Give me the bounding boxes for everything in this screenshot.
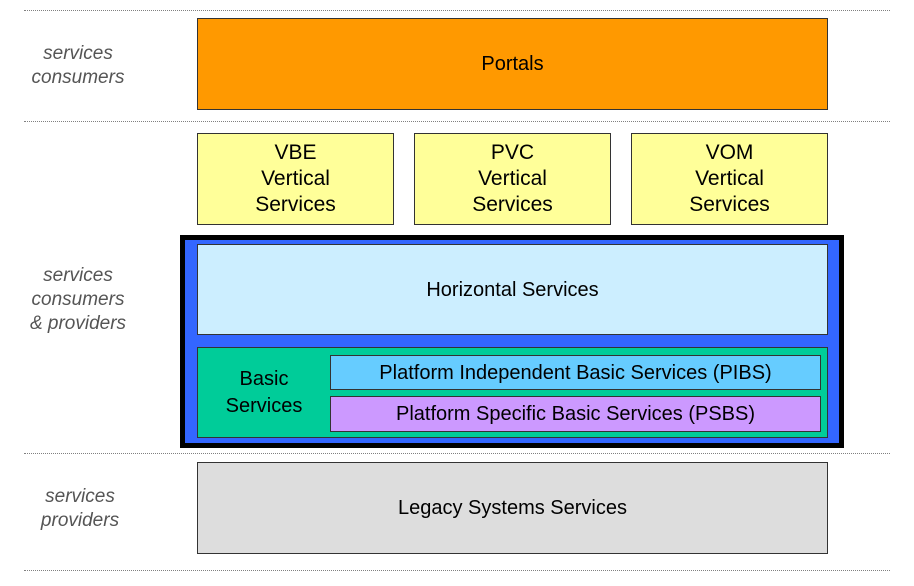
vom-vertical-services-box: VOM Vertical Services <box>631 133 828 225</box>
divider-consumers <box>24 121 890 122</box>
psbs-box: Platform Specific Basic Services (PSBS) <box>330 396 821 432</box>
divider-bottom <box>24 570 890 571</box>
divider-providers <box>24 453 890 454</box>
label-services-consumers-providers: services consumers & providers <box>29 265 127 334</box>
vbe-vertical-services-box: VBE Vertical Services <box>197 133 394 225</box>
pibs-box: Platform Independent Basic Services (PIB… <box>330 355 821 390</box>
basic-services-label: Basic Services <box>225 367 303 417</box>
legacy-systems-services-box: Legacy Systems Services <box>197 462 828 554</box>
label-services-consumers: services consumers <box>31 43 125 88</box>
divider-top <box>24 10 890 11</box>
portals-box: Portals <box>197 18 828 110</box>
horizontal-services-box: Horizontal Services <box>197 244 828 335</box>
label-services-providers: services providers <box>40 486 120 531</box>
pvc-vertical-services-box: PVC Vertical Services <box>414 133 611 225</box>
